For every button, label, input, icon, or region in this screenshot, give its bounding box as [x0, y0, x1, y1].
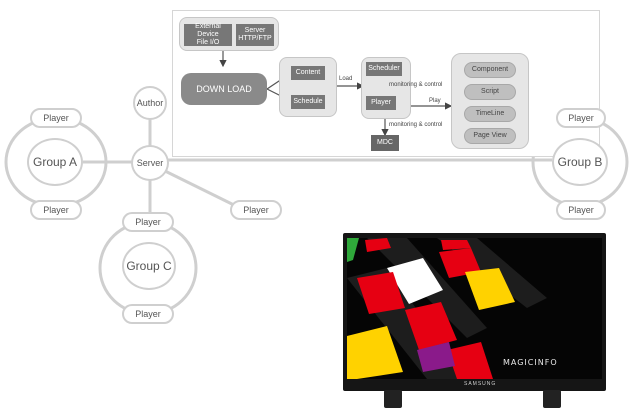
script-box: Script — [464, 84, 516, 100]
group-c-player-bottom: Player — [122, 304, 174, 324]
standalone-player: Player — [230, 200, 282, 220]
group-a-node: Group A — [27, 138, 83, 186]
group-b-player-top: Player — [556, 108, 606, 128]
samsung-brand: SAMSUNG — [464, 381, 497, 387]
server-protocol-box: Server HTTP/FTP — [236, 24, 274, 46]
monitoring-label-1: monitoring & control — [389, 82, 443, 88]
cube-artwork — [347, 238, 602, 379]
component-box: Component — [464, 62, 516, 78]
player-box: Player — [366, 96, 396, 110]
content-box: Content — [291, 66, 325, 80]
authoring-group: Component Script TimeLine Page View — [451, 53, 529, 149]
group-b-player-bottom: Player — [556, 200, 606, 220]
external-device-box: External Device File I/O — [184, 23, 232, 46]
monitoring-label-2: monitoring & control — [389, 122, 443, 128]
scheduler-box: Scheduler — [366, 62, 402, 76]
group-a-player-top: Player — [30, 108, 82, 128]
source-group: External Device File I/O Server HTTP/FTP — [179, 17, 279, 51]
magicinfo-logo: MAGICINFO — [503, 358, 558, 367]
group-c-player-top: Player — [122, 212, 174, 232]
page-view-box: Page View — [464, 128, 516, 144]
download-box: DOWN LOAD — [181, 73, 267, 105]
schedule-box: Schedule — [291, 95, 325, 109]
load-label: Load — [339, 76, 353, 82]
display-monitor: MAGICINFO SAMSUNG — [343, 233, 606, 391]
monitor-screen: MAGICINFO — [347, 238, 602, 379]
scheduler-player-group: Scheduler Player — [361, 57, 411, 119]
content-schedule-group: Content Schedule — [279, 57, 337, 117]
group-a-player-bottom: Player — [30, 200, 82, 220]
mdc-box: MDC — [371, 135, 399, 151]
group-b-node: Group B — [552, 138, 608, 186]
timeline-box: TimeLine — [464, 106, 516, 122]
group-c-node: Group C — [122, 242, 176, 290]
monitor-foot-left — [384, 390, 402, 408]
monitor-foot-right — [543, 390, 561, 408]
server-node: Server — [131, 145, 169, 181]
play-label: Play — [429, 98, 441, 104]
author-node: Author — [133, 86, 167, 120]
architecture-panel: External Device File I/O Server HTTP/FTP… — [172, 10, 600, 157]
